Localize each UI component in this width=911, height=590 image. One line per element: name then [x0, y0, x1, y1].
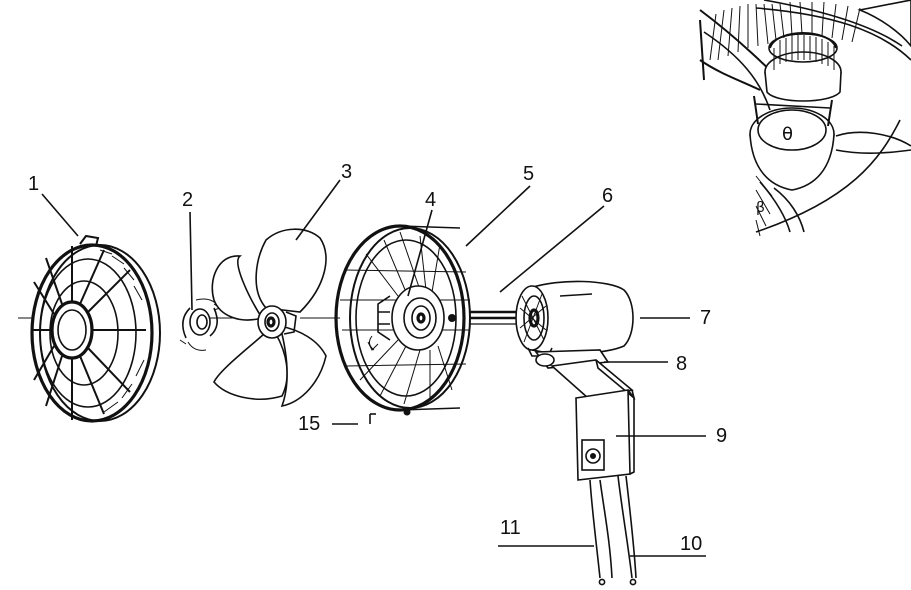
- leader-lines: [41, 179, 706, 557]
- power-cord: [589, 475, 637, 586]
- front-grille: [30, 234, 161, 423]
- callout-2: 2: [182, 189, 193, 211]
- rear-grille: [334, 224, 471, 416]
- blade-spinner: [179, 298, 222, 351]
- callout-1: 1: [28, 173, 39, 195]
- body-housing: [575, 389, 635, 481]
- tilt-neck: [534, 349, 636, 401]
- callout-4: 4: [425, 189, 436, 211]
- inset-detail: θ β: [699, 0, 911, 242]
- callout-8: 8: [676, 353, 687, 375]
- arrow-symbol-icon: β: [756, 200, 765, 216]
- callout-10: 10: [680, 533, 702, 555]
- callout-11: 11: [500, 517, 521, 539]
- callout-15: 15: [298, 413, 320, 435]
- callout-5: 5: [523, 163, 534, 185]
- locking-screw: [448, 314, 456, 322]
- callout-labels: 1 2 3 4 5 6 7 8 9 10 11 15: [28, 161, 727, 555]
- callout-9: 9: [716, 425, 727, 447]
- grille-clip-screw: [403, 408, 411, 416]
- lock-symbol-icon: θ: [782, 124, 793, 145]
- callout-6: 6: [602, 185, 613, 207]
- motor-shaft: [470, 310, 520, 325]
- fan-blade: [211, 228, 327, 408]
- callout-7: 7: [700, 307, 711, 329]
- callout-3: 3: [341, 161, 352, 183]
- motor-housing: [515, 280, 634, 357]
